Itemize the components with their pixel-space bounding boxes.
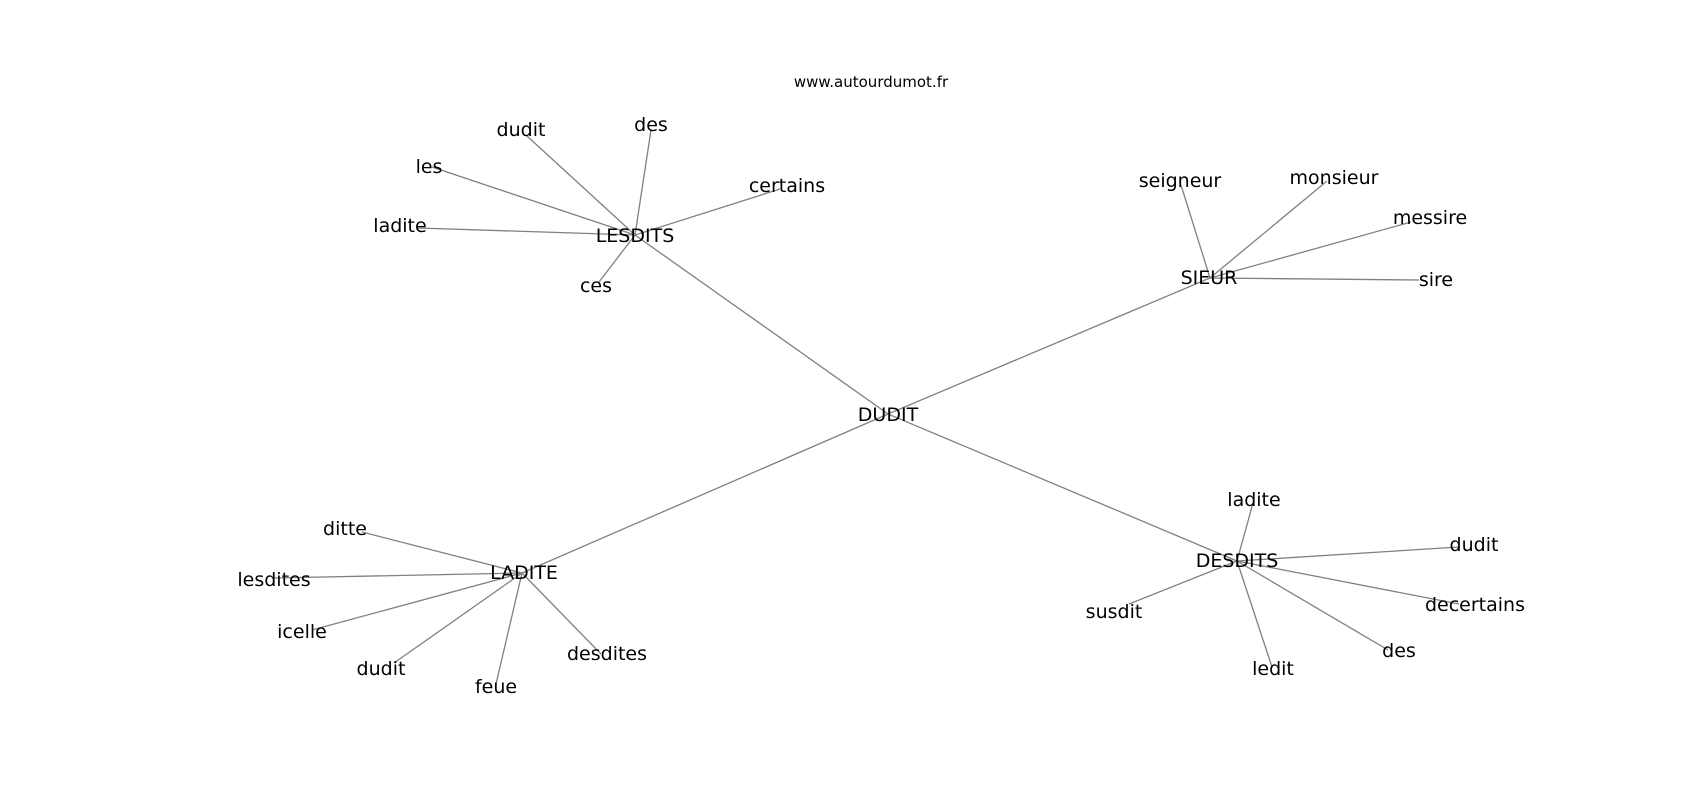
edge-center-lesdits [634,234,889,415]
leaf-node-desdits-susdit[interactable]: susdit [1086,601,1143,623]
leaf-node-lesdits-des[interactable]: des [634,114,668,136]
edge-lesdits-certains [634,188,781,236]
leaf-node-desdits-decertains[interactable]: decertains [1425,594,1525,616]
edge-ladite-icelle [311,572,523,631]
edge-center-ladite [521,413,889,574]
leaf-node-ladite-lesdites[interactable]: lesdites [237,569,310,591]
edge-lesdits-ces [598,234,636,283]
edge-desdits-ledit [1236,560,1273,668]
edge-lesdits-les [431,166,636,236]
leaf-node-sieur-monsieur[interactable]: monsieur [1290,167,1379,189]
leaf-node-sieur-messire[interactable]: messire [1393,207,1467,229]
leaf-node-sieur-seigneur[interactable]: seigneur [1139,170,1222,192]
hub-node-sieur[interactable]: SIEUR [1181,267,1238,289]
leaf-node-sieur-sire[interactable]: sire [1419,269,1453,291]
leaf-node-desdits-ladite[interactable]: ladite [1227,489,1280,511]
edge-ladite-dudit [393,572,523,664]
leaf-node-ladite-ditte[interactable]: ditte [323,518,367,540]
leaf-node-desdits-ledit[interactable]: ledit [1252,658,1294,680]
credit-text: www.autourdumot.fr [794,73,949,91]
edge-desdits-ladite [1236,502,1254,562]
edge-ladite-desdites [521,572,602,655]
edge-ladite-lesdites [273,572,523,579]
leaf-node-lesdits-certains[interactable]: certains [749,175,825,197]
leaf-node-desdits-dudit[interactable]: dudit [1450,534,1499,556]
edge-ladite-feue [495,572,523,685]
edge-sieur-sire [1209,277,1420,281]
hub-node-lesdits[interactable]: LESDITS [596,225,675,247]
edge-center-sieur [887,277,1211,415]
edge-desdits-susdit [1128,560,1238,605]
center-node-label[interactable]: DUDIT [858,404,919,426]
edge-desdits-decertains [1236,560,1460,605]
edge-sieur-messire [1209,221,1412,279]
leaf-node-lesdits-les[interactable]: les [416,156,443,178]
edge-lesdits-des [634,129,652,236]
edge-center-desdits [887,413,1238,562]
edge-lesdits-ladite [417,227,636,236]
leaf-node-lesdits-dudit[interactable]: dudit [497,119,546,141]
leaf-node-ladite-feue[interactable]: feue [475,676,517,698]
leaf-node-ladite-icelle[interactable]: icelle [277,621,327,643]
leaf-node-ladite-desdites[interactable]: desdites [567,643,647,665]
edge-desdits-des [1236,560,1389,651]
edge-sieur-seigneur [1180,184,1211,279]
leaf-node-ladite-dudit[interactable]: dudit [357,658,406,680]
graph-labels: www.autourdumot.fr DUDIT LESDITS des dudit… [237,73,1525,698]
leaf-node-lesdits-ces[interactable]: ces [580,275,612,297]
hub-node-desdits[interactable]: DESDITS [1196,550,1279,572]
edge-sieur-monsieur [1209,180,1328,279]
edge-lesdits-dudit [526,135,636,236]
edge-ladite-ditte [361,531,523,574]
hub-node-ladite[interactable]: LADITE [490,562,558,584]
graph-edges [273,129,1460,685]
leaf-node-lesdits-ladite[interactable]: ladite [373,215,426,237]
edge-desdits-dudit [1236,546,1460,562]
leaf-node-desdits-des[interactable]: des [1382,640,1416,662]
